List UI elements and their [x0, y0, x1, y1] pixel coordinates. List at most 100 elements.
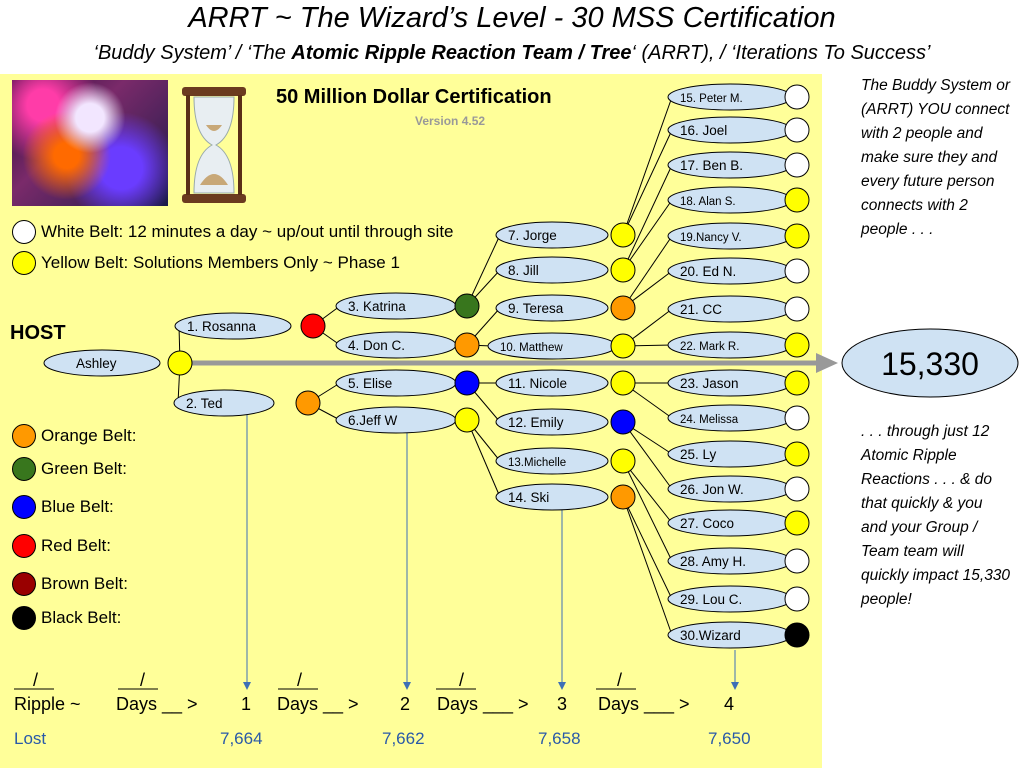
node-label: 14. Ski	[508, 490, 549, 505]
ripple-number-2: 2	[400, 694, 411, 714]
certificate-title: 50 Million Dollar Certification	[276, 86, 552, 108]
node-bubble	[495, 369, 609, 397]
belt-dot-icon	[610, 295, 636, 321]
page-title: ARRT ~ The Wizard’s Level - 30 MSS Certi…	[188, 2, 836, 34]
node-bubble	[174, 312, 292, 340]
lost-label: Lost	[14, 729, 47, 748]
ripple-label: Ripple ~	[14, 694, 81, 714]
node-label: 17. Ben B.	[680, 158, 743, 173]
ripple-arrow-head	[731, 682, 739, 690]
node-label: 10. Matthew	[500, 342, 563, 354]
node-label: 27. Coco	[680, 516, 734, 531]
slash-3: /	[297, 670, 303, 690]
belt-dot-icon	[167, 350, 193, 376]
belt-dot-icon	[454, 332, 480, 358]
belt-dot-icon	[784, 622, 810, 648]
red-belt-dot	[12, 534, 36, 558]
node-label: 6.Jeff W	[348, 413, 398, 428]
node-bubble	[495, 483, 609, 511]
node-label: 21. CC	[680, 302, 722, 317]
belt-dot-icon	[610, 222, 636, 248]
node-label: 30.Wizard	[680, 628, 741, 643]
node-label: 7. Jorge	[508, 228, 557, 243]
subtitle-bold: Atomic Ripple Reaction Team / Tree	[291, 42, 632, 64]
node-label: 23. Jason	[680, 376, 739, 391]
belt-dot-icon	[784, 441, 810, 467]
ripple-number-1: 1	[241, 694, 252, 714]
hourglass-icon	[182, 87, 246, 203]
legend-green-belt: Green Belt:	[12, 456, 127, 482]
belt-dot-icon	[610, 370, 636, 396]
legend-yellow-belt: Yellow Belt: Solutions Members Only ~ Ph…	[12, 250, 400, 276]
host-label: HOST	[10, 322, 66, 344]
belt-dot-icon	[784, 332, 810, 358]
orange-belt-dot	[12, 424, 36, 448]
lost-value-3: 7,658	[538, 729, 581, 748]
node-bubble	[173, 389, 275, 417]
node-label: 24. Melissa	[680, 414, 739, 426]
white-belt-dot	[12, 220, 36, 244]
node-label: 26. Jon W.	[680, 482, 744, 497]
days-label-1: Days __ >	[116, 694, 198, 714]
belt-dot-icon	[784, 258, 810, 284]
days-label-2: Days __ >	[277, 694, 359, 714]
belt-dot-icon	[610, 333, 636, 359]
belt-dot-icon	[784, 370, 810, 396]
ripple-arrow-head	[243, 682, 251, 690]
legend-red-belt: Red Belt:	[12, 533, 111, 559]
version-label: Version 4.52	[415, 114, 486, 128]
belt-dot-icon	[454, 407, 480, 433]
ripple-arrow-head	[403, 682, 411, 690]
connector-line	[622, 496, 673, 600]
belt-dot-icon	[784, 476, 810, 502]
connector-line	[622, 199, 673, 271]
belt-dot-icon	[784, 586, 810, 612]
node-bubble	[495, 408, 609, 436]
node-label: 13.Michelle	[508, 457, 566, 469]
node-label: 11. Nicole	[508, 376, 567, 391]
node-label: 29. Lou C.	[680, 592, 742, 607]
belt-dot-icon	[784, 296, 810, 322]
ripple-arrow-head	[558, 682, 566, 690]
belt-dot-icon	[300, 313, 326, 339]
brown-belt-dot	[12, 572, 36, 596]
wizard-picture	[12, 80, 168, 206]
belt-dot-icon	[610, 484, 636, 510]
slash-5: /	[617, 670, 623, 690]
connector-line	[622, 235, 673, 309]
node-label: 12. Emily	[508, 415, 564, 430]
result-bubble	[841, 328, 1019, 398]
connector-line	[622, 96, 673, 236]
node-label: 20. Ed N.	[680, 264, 736, 279]
slash-4: /	[459, 670, 465, 690]
node-label: 28. Amy H.	[680, 554, 746, 569]
belt-dot-icon	[610, 257, 636, 283]
ripple-number-3: 3	[557, 694, 568, 714]
node-label: 5. Elise	[348, 376, 392, 391]
node-label: 4. Don C.	[348, 338, 405, 353]
green-belt-dot	[12, 457, 36, 481]
connector-line	[622, 421, 673, 490]
node-label: 1. Rosanna	[187, 319, 257, 334]
belt-dot-icon	[784, 117, 810, 143]
lost-value-4: 7,650	[708, 729, 751, 748]
side-text-bottom: . . . through just 12 Atomic Ripple Reac…	[861, 423, 1011, 608]
belt-dot-icon	[784, 548, 810, 574]
belt-dot-icon	[784, 223, 810, 249]
days-label-3: Days ___ >	[437, 694, 529, 714]
page-subtitle: ‘Buddy System’ / ‘The Atomic Ripple Reac…	[93, 42, 931, 64]
connector-line	[466, 419, 501, 498]
legend-orange-belt: Orange Belt:	[12, 423, 136, 449]
node-label: 16. Joel	[680, 123, 727, 138]
belt-dot-icon	[295, 390, 321, 416]
yellow-belt-dot	[12, 251, 36, 275]
legend-blue-belt: Blue Belt:	[12, 494, 114, 520]
node-label: 3. Katrina	[348, 299, 406, 314]
node-bubble	[495, 221, 609, 249]
legend-black-belt: Black Belt:	[12, 605, 121, 631]
legend-white-belt: White Belt: 12 minutes a day ~ up/out un…	[12, 219, 454, 245]
belt-dot-icon	[610, 448, 636, 474]
belt-dot-icon	[784, 84, 810, 110]
node-label: 19.Nancy V.	[680, 232, 742, 244]
